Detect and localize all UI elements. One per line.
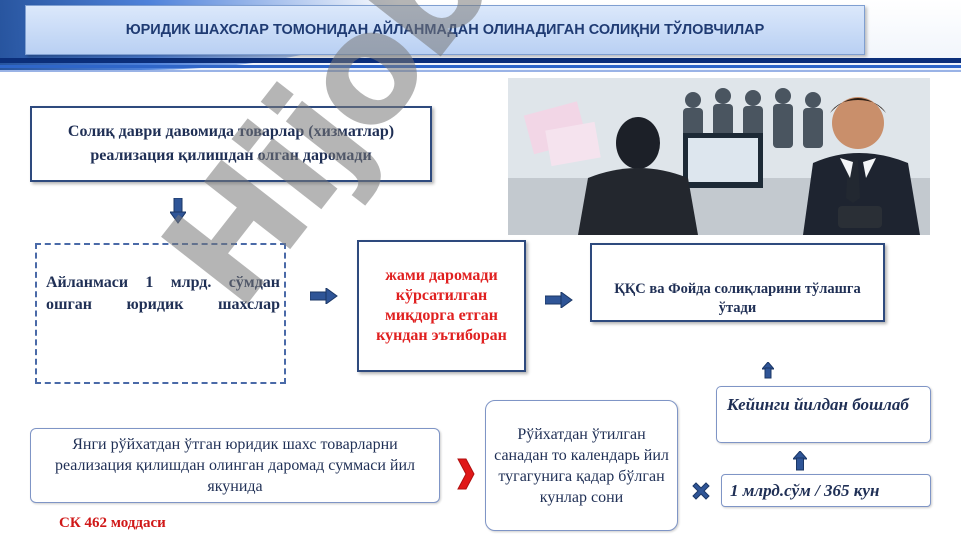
right-arrow-icon <box>545 292 573 308</box>
up-arrow-icon <box>793 451 807 471</box>
up-arrow-icon <box>762 362 774 379</box>
registration-days-text: Рўйхатдан ўтилган санадан то календарь й… <box>494 425 669 506</box>
income-reached-text: жами даромади кўрсатилган миқдорга етган… <box>376 267 507 344</box>
header-stripe <box>0 65 961 68</box>
new-entities-text: Янги рўйхатдан ўтган юридик шахс товарла… <box>54 436 415 495</box>
next-year-box: Кейинги йилдан бошлаб <box>716 386 931 443</box>
threshold-daily-box: 1 млрд.сўм / 365 кун <box>721 474 931 507</box>
cross-icon <box>692 482 710 500</box>
period-revenue-text: Солиқ даври давомида товарлар (хизматлар… <box>67 123 395 164</box>
chevron-right-icon <box>457 458 475 490</box>
vat-profit-tax-box: ҚҚС ва Фойда солиқларини тўлашга ўтади <box>590 243 885 322</box>
new-entities-box: Янги рўйхатдан ўтган юридик шахс товарла… <box>30 428 440 503</box>
tax-code-article-note: СК 462 моддаси <box>59 515 166 531</box>
income-reached-box: жами даромади кўрсатилган миқдорга етган… <box>357 240 526 372</box>
turnover-threshold-text: Айланмаси 1 млрд. сўмдан ошган юридик ша… <box>46 274 280 313</box>
office-scene-illustration <box>508 78 930 235</box>
registration-days-box: Рўйхатдан ўтилган санадан то календарь й… <box>485 400 678 531</box>
header-stripe <box>0 70 961 72</box>
header-stripe <box>0 58 961 63</box>
threshold-daily-text: 1 млрд.сўм / 365 кун <box>730 480 880 500</box>
turnover-threshold-box: Айланмаси 1 млрд. сўмдан ошган юридик ша… <box>35 243 286 384</box>
down-arrow-icon <box>170 198 186 224</box>
next-year-text: Кейинги йилдан бошлаб <box>727 395 909 414</box>
office-photo <box>508 78 930 235</box>
slide-title-box: ЮРИДИК ШАХСЛАР ТОМОНИДАН АЙЛАНМАДАН ОЛИН… <box>25 5 865 55</box>
slide-title: ЮРИДИК ШАХСЛАР ТОМОНИДАН АЙЛАНМАДАН ОЛИН… <box>125 22 765 38</box>
period-revenue-box: Солиқ даври давомида товарлар (хизматлар… <box>30 106 432 182</box>
vat-profit-tax-text: ҚҚС ва Фойда солиқларини тўлашга ўтади <box>614 281 861 316</box>
right-arrow-icon <box>310 288 338 304</box>
